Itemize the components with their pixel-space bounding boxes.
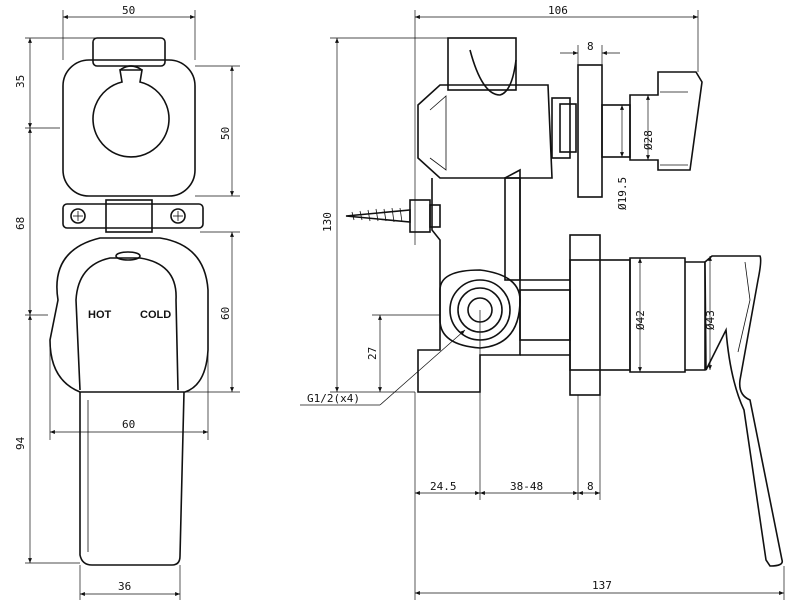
dim-right-60: 60 <box>219 307 232 320</box>
dim-right-50: 50 <box>219 127 232 140</box>
side-lever-handle <box>704 255 784 567</box>
front-view: 50 35 68 94 50 60 <box>14 4 240 600</box>
dim-left-130: 130 <box>321 212 334 232</box>
dim-dia-19-5: Ø19.5 <box>616 177 629 210</box>
dim-24-5: 24.5 <box>430 480 457 493</box>
dim-top-106: 106 <box>548 4 568 17</box>
dim-top-50: 50 <box>122 4 135 17</box>
side-view: 106 130 8 Ø28 Ø19.5 <box>300 4 785 600</box>
label-hot: HOT <box>88 309 112 321</box>
label-cold: COLD <box>140 309 171 321</box>
dim-dia-42: Ø42 <box>634 310 647 330</box>
dim-left-35: 35 <box>14 75 27 88</box>
dim-dia-43: Ø43 <box>704 310 717 330</box>
dim-bottom-8: 8 <box>587 480 594 493</box>
dim-137: 137 <box>592 579 612 592</box>
dim-width-36: 36 <box>118 580 131 593</box>
wall-screw <box>345 199 441 233</box>
dim-27: 27 <box>366 347 379 360</box>
dim-width-60: 60 <box>122 418 135 431</box>
dim-left-94: 94 <box>14 436 27 450</box>
dim-dia-28: Ø28 <box>642 130 655 150</box>
thread-label: G1/2(x4) <box>307 392 360 405</box>
dim-top-8: 8 <box>587 40 594 53</box>
dim-38-48: 38-48 <box>510 480 543 493</box>
dim-left-68: 68 <box>14 217 27 230</box>
